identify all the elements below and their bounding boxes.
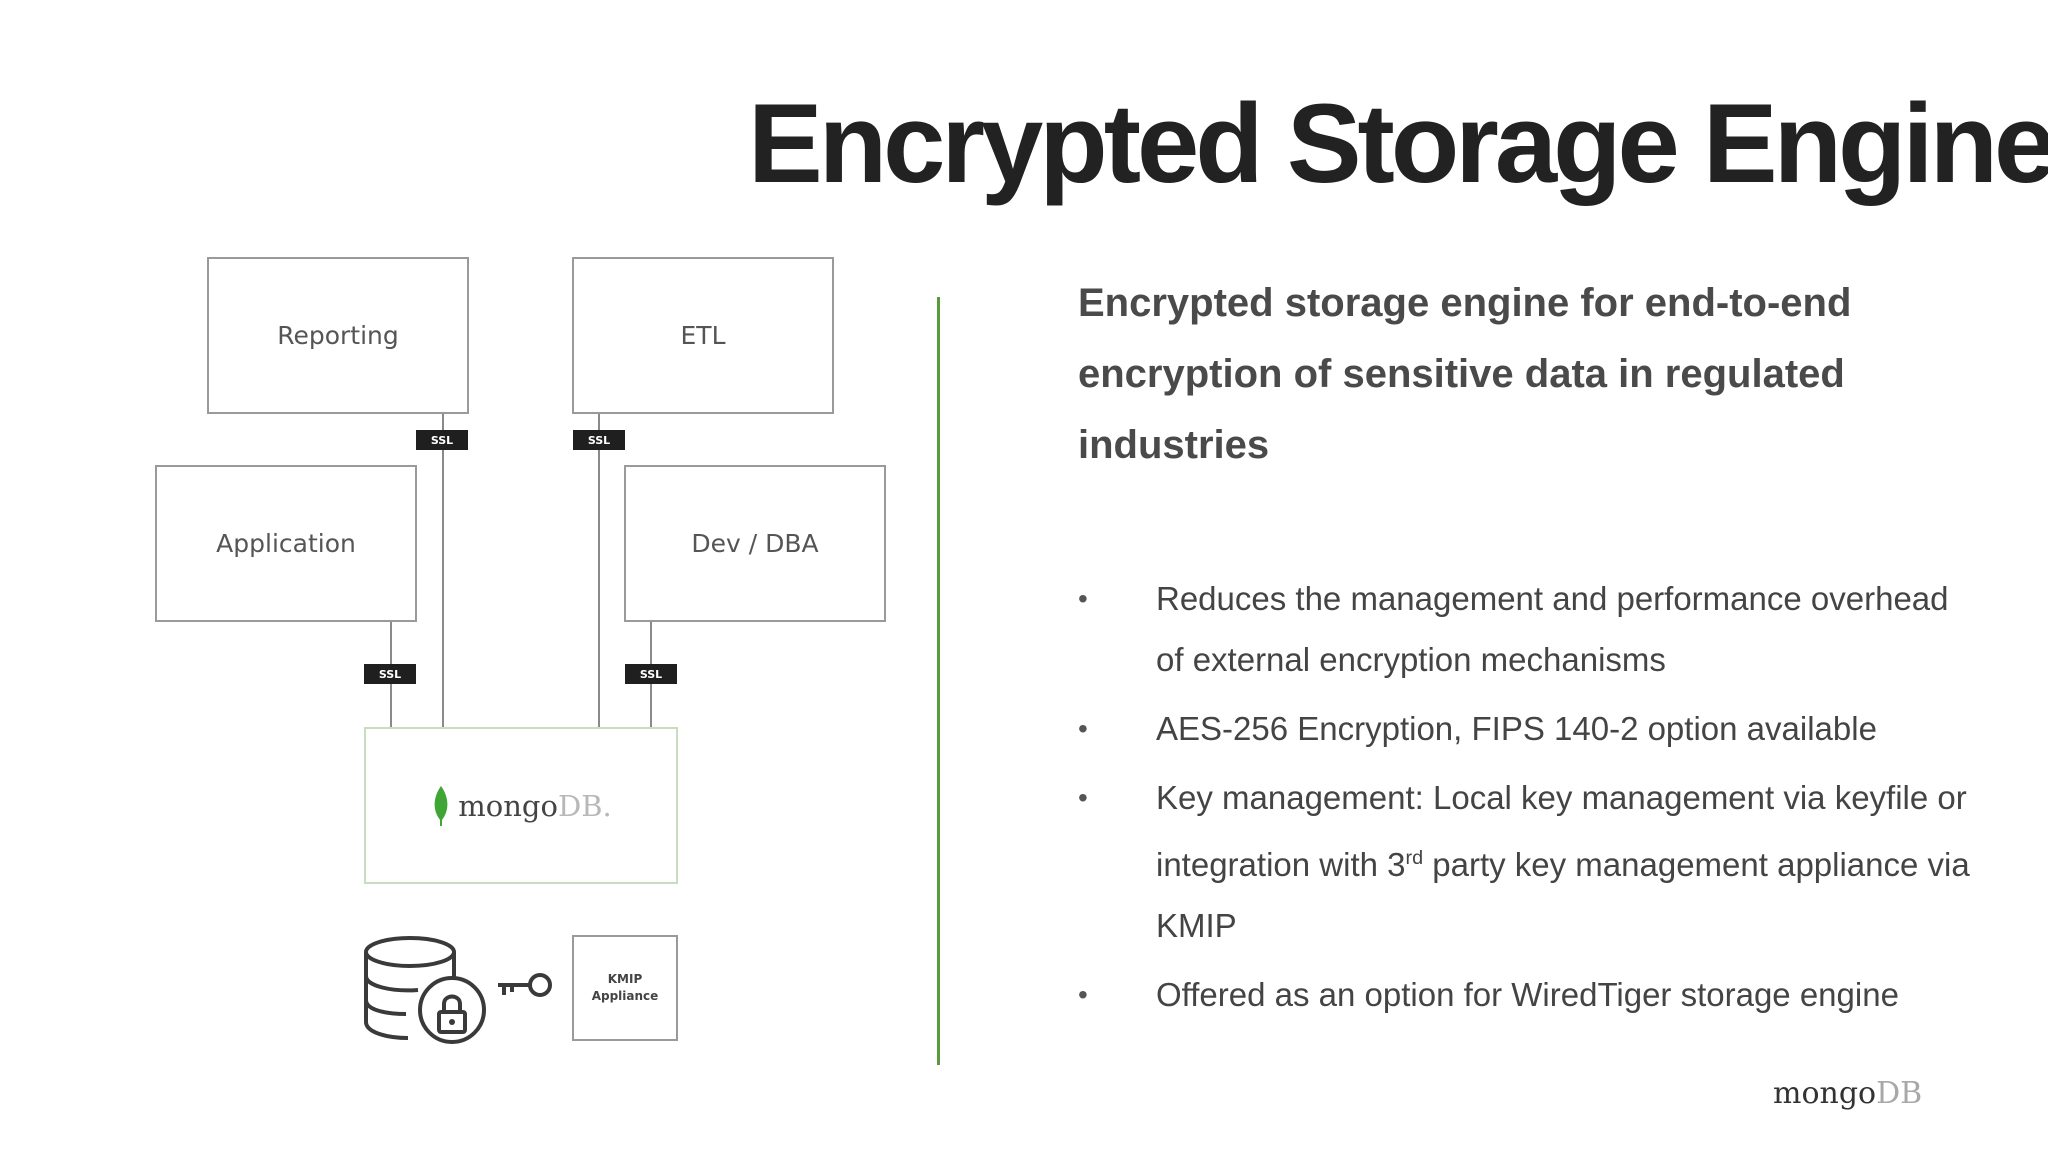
mongodb-box: mongoDB. bbox=[364, 727, 678, 884]
kmip-appliance-box: KMIP Appliance bbox=[572, 935, 678, 1041]
bullet-text-part1: Key management: Local key management via… bbox=[1156, 779, 1967, 883]
slide-title: Encrypted Storage Engine bbox=[748, 81, 2048, 206]
connector-reporting bbox=[442, 414, 444, 727]
ssl-badge-etl: SSL bbox=[573, 430, 625, 450]
bullet-item: Key management: Local key management via… bbox=[1078, 767, 1978, 956]
ordinal-suffix: rd bbox=[1405, 847, 1424, 869]
bullet-item: Reduces the management and performance o… bbox=[1078, 568, 1978, 690]
mongodb-logo-text-mongo: mongo bbox=[458, 788, 558, 823]
intro-text: Encrypted storage engine for end-to-end … bbox=[1078, 281, 1852, 467]
etl-box: ETL bbox=[572, 257, 834, 414]
key-icon bbox=[498, 973, 552, 997]
ssl-badge-application: SSL bbox=[364, 664, 416, 684]
dev-dba-label: Dev / DBA bbox=[691, 529, 819, 558]
leaf-icon bbox=[434, 785, 448, 826]
footer-logo-text-db: DB bbox=[1876, 1076, 1923, 1111]
footer-logo-text-mongo: mongo bbox=[1773, 1076, 1877, 1111]
database-lock-icon bbox=[364, 936, 486, 1044]
dev-dba-box: Dev / DBA bbox=[624, 465, 886, 622]
ssl-badge-reporting: SSL bbox=[416, 430, 468, 450]
kmip-label-line2: Appliance bbox=[591, 989, 659, 1003]
bullet-text: Offered as an option for WiredTiger stor… bbox=[1156, 976, 1899, 1013]
mongodb-logo: mongoDB. bbox=[430, 785, 612, 827]
bullet-text: Reduces the management and performance o… bbox=[1156, 580, 1949, 678]
footer-mongodb-logo: mongoDB bbox=[1773, 1076, 1922, 1111]
vertical-divider bbox=[937, 297, 940, 1065]
kmip-label-line1: KMIP bbox=[607, 972, 643, 986]
reporting-label: Reporting bbox=[277, 321, 399, 350]
etl-label: ETL bbox=[680, 321, 726, 350]
bullet-text-part2: party key management appliance via KMIP bbox=[1156, 846, 1970, 944]
ssl-badge-dev-dba: SSL bbox=[625, 664, 677, 684]
feature-bullet-list: Reduces the management and performance o… bbox=[1078, 568, 1978, 1033]
application-label: Application bbox=[216, 529, 356, 558]
bullet-item: AES-256 Encryption, FIPS 140-2 option av… bbox=[1078, 698, 1978, 759]
bullet-text: AES-256 Encryption, FIPS 140-2 option av… bbox=[1156, 710, 1877, 747]
reporting-box: Reporting bbox=[207, 257, 469, 414]
application-box: Application bbox=[155, 465, 417, 622]
bullet-item: Offered as an option for WiredTiger stor… bbox=[1078, 964, 1978, 1025]
mongodb-logo-text-db: DB. bbox=[557, 788, 612, 823]
connector-etl bbox=[598, 414, 600, 727]
